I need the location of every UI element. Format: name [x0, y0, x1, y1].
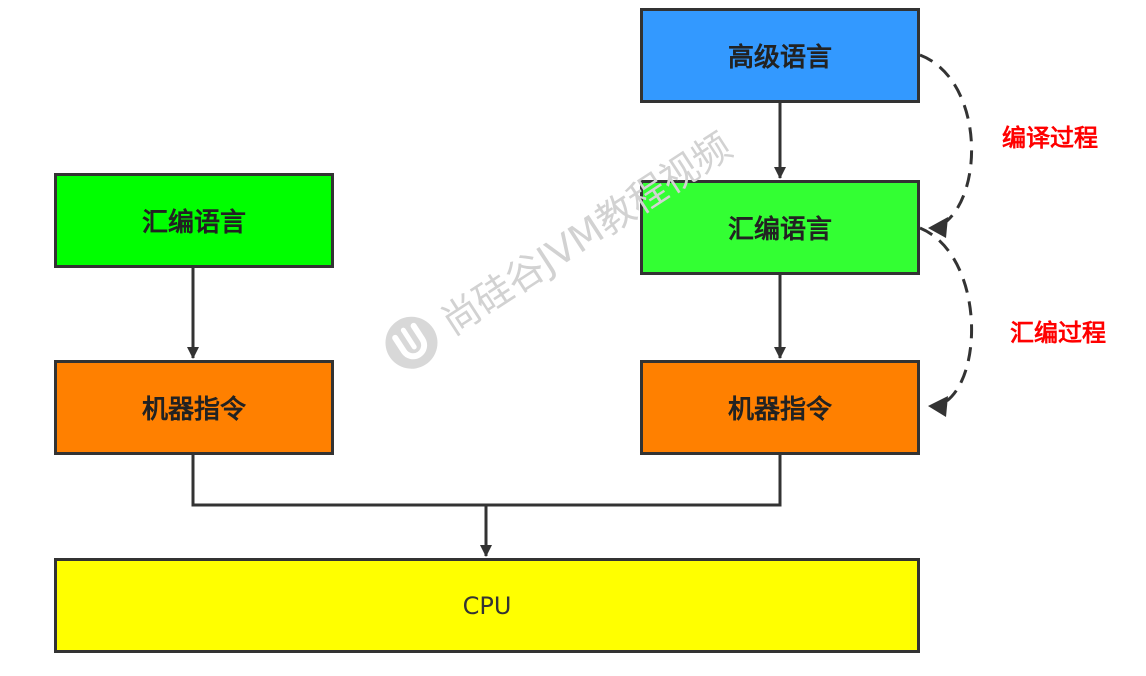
node-high-level-language: 高级语言 [640, 8, 920, 103]
node-assembly-language-left: 汇编语言 [54, 173, 334, 268]
watermark: 尚硅谷JVM教程视频 [373, 116, 741, 382]
node-machine-instruction-left-label: 机器指令 [141, 395, 246, 425]
node-assembly-language-right: 汇编语言 [640, 180, 920, 275]
dashed-arrowhead-assemble [928, 396, 948, 417]
node-machine-instruction-right: 机器指令 [640, 360, 920, 455]
node-machine-instruction-right-label: 机器指令 [727, 395, 832, 425]
assemble-process-label: 汇编过程 [1010, 319, 1106, 347]
dashed-arrowhead-compile [928, 217, 948, 238]
connector-machine-left-to-merge [191, 453, 486, 507]
dashed-arrow-assemble-process [919, 226, 974, 407]
node-machine-instruction-left: 机器指令 [54, 360, 334, 455]
node-cpu-label: CPU [462, 591, 512, 620]
node-assembly-language-right-label: 汇编语言 [727, 215, 832, 245]
dashed-arrow-compile-process [919, 53, 974, 228]
atguigu-logo-icon [373, 304, 450, 381]
node-assembly-language-left-label: 汇编语言 [141, 208, 246, 238]
compile-process-label: 编译过程 [1002, 124, 1098, 152]
node-high-level-language-label: 高级语言 [727, 43, 832, 73]
connector-machine-right-to-merge [486, 453, 782, 507]
node-cpu: CPU [54, 558, 920, 653]
